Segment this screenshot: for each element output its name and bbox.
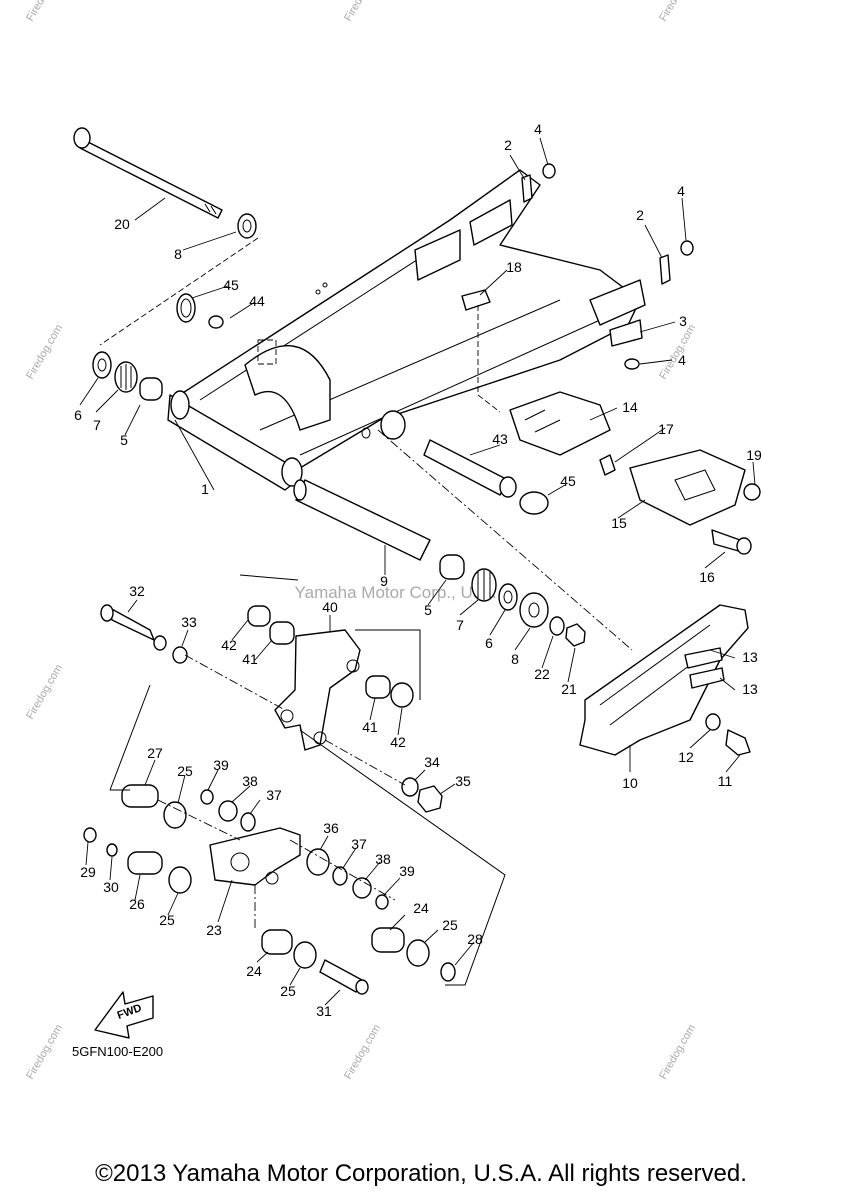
callout-41b: 41 — [362, 719, 378, 735]
callouts: 1 2 2 3 4 4 4 5 5 6 6 7 7 8 8 9 10 11 12… — [74, 121, 762, 1019]
watermark-center: Yamaha Motor Corp., USA — [295, 583, 497, 602]
callout-21: 21 — [561, 681, 577, 697]
callout-13: 13 — [742, 649, 758, 665]
callout-33: 33 — [181, 614, 197, 630]
callout-29: 29 — [80, 864, 96, 880]
diagram-code: 5GFN100-E200 — [72, 1044, 164, 1059]
pivot-shaft-part — [73, 127, 257, 239]
callout-6: 6 — [74, 407, 82, 423]
chain-guide-parts — [509, 391, 761, 555]
callout-32: 32 — [129, 583, 145, 599]
callout-38: 38 — [242, 773, 258, 789]
callout-19: 19 — [746, 447, 762, 463]
watermark-frame-tr: Firedog.com — [657, 0, 698, 24]
callout-36: 36 — [323, 820, 339, 836]
callout-24b: 24 — [413, 900, 429, 916]
fwd-label: FWD — [115, 1002, 144, 1022]
callout-45: 45 — [223, 277, 239, 293]
callout-2b: 2 — [636, 207, 644, 223]
callout-40: 40 — [322, 599, 338, 615]
callout-30: 30 — [103, 879, 119, 895]
chain-slider-parts — [579, 604, 751, 756]
relay-arm-parts — [100, 604, 443, 813]
lower-axle-parts — [293, 479, 586, 647]
callout-8: 8 — [174, 246, 182, 262]
callout-9: 9 — [380, 573, 388, 589]
callout-10: 10 — [622, 775, 638, 791]
callout-2: 2 — [504, 137, 512, 153]
callout-37b: 37 — [351, 836, 367, 852]
callout-4c: 4 — [678, 352, 686, 368]
callout-18: 18 — [506, 259, 522, 275]
callout-leaders — [79, 137, 756, 1006]
callout-26: 26 — [129, 896, 145, 912]
callout-25d: 25 — [442, 917, 458, 933]
callout-27: 27 — [147, 745, 163, 761]
callout-12: 12 — [678, 749, 694, 765]
watermark-frame-ll: Firedog.com — [24, 663, 65, 722]
copyright-footer: ©2013 Yamaha Motor Corporation, U.S.A. A… — [95, 1160, 747, 1187]
callout-22: 22 — [534, 666, 550, 682]
callout-16: 16 — [699, 569, 715, 585]
callout-39b: 39 — [399, 863, 415, 879]
callout-4: 4 — [534, 121, 542, 137]
callout-3: 3 — [679, 313, 687, 329]
callout-17: 17 — [658, 421, 674, 437]
swingarm-part — [167, 169, 646, 491]
callout-20: 20 — [114, 216, 130, 232]
callout-24: 24 — [246, 963, 262, 979]
callout-41: 41 — [242, 651, 258, 667]
callout-5b: 5 — [424, 602, 432, 618]
callout-44: 44 — [249, 293, 265, 309]
watermark-frame-br: Firedog.com — [657, 1023, 698, 1082]
callout-42b: 42 — [390, 734, 406, 750]
fwd-label-wrap: FWD — [95, 992, 155, 1038]
callout-42: 42 — [221, 637, 237, 653]
guide-line-link — [157, 799, 396, 930]
callout-38b: 38 — [375, 851, 391, 867]
watermark-frame-ml: Firedog.com — [24, 323, 65, 382]
callout-25: 25 — [177, 763, 193, 779]
callout-25c: 25 — [280, 983, 296, 999]
fwd-arrow — [94, 991, 154, 1039]
watermark-frame-bl: Firedog.com — [24, 1023, 65, 1082]
guide-line-relay — [184, 654, 406, 786]
bracket-link-right — [299, 729, 506, 986]
upper-small-parts — [176, 163, 694, 370]
guide-line-18 — [477, 305, 501, 413]
callout-43: 43 — [492, 431, 508, 447]
callout-45b: 45 — [560, 473, 576, 489]
callout-1: 1 — [201, 481, 209, 497]
connecting-rod-parts — [83, 784, 456, 995]
left-pivot-bearings — [92, 351, 163, 401]
callout-7b: 7 — [456, 617, 464, 633]
callout-31: 31 — [316, 1003, 332, 1019]
callout-28: 28 — [467, 931, 483, 947]
bracket-relay-upper — [239, 574, 421, 700]
callout-4b: 4 — [677, 183, 685, 199]
callout-35: 35 — [455, 773, 471, 789]
watermark-frame-tl: Firedog.com — [24, 0, 65, 24]
guide-line-slider — [377, 429, 633, 651]
callout-25b: 25 — [159, 912, 175, 928]
callout-6b: 6 — [485, 635, 493, 651]
callout-39: 39 — [213, 757, 229, 773]
bracket-link-left — [109, 684, 151, 791]
callout-37: 37 — [266, 787, 282, 803]
callout-7: 7 — [93, 417, 101, 433]
collar-and-cap — [423, 439, 549, 515]
guide-line-upper — [99, 237, 259, 346]
watermark-frame-bc: Firedog.com — [342, 1023, 383, 1082]
callout-34: 34 — [424, 754, 440, 770]
callout-15: 15 — [611, 515, 627, 531]
callout-14: 14 — [622, 399, 638, 415]
watermark-frame-tc: Firedog.com — [342, 0, 383, 24]
callout-8b: 8 — [511, 651, 519, 667]
callout-5: 5 — [120, 432, 128, 448]
callout-23: 23 — [206, 922, 222, 938]
callout-11: 11 — [718, 773, 733, 789]
callout-13b: 13 — [742, 681, 758, 697]
